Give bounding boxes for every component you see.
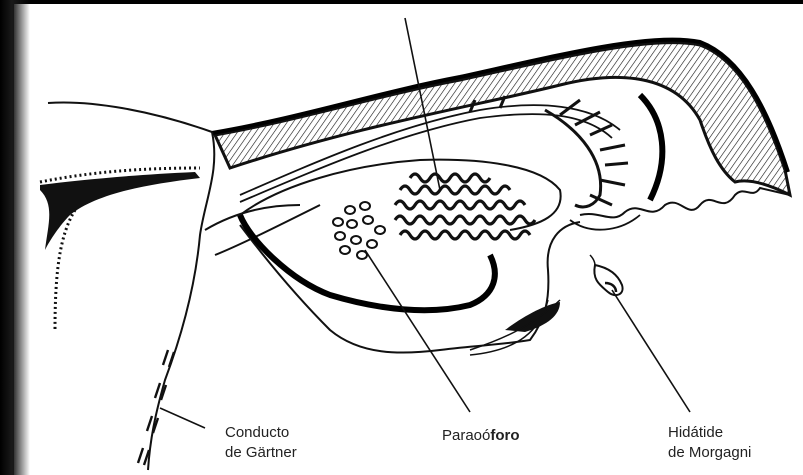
leader-paraoforo [365,250,470,412]
mesosalpinx-lower [205,205,300,230]
paroophoron-cells [333,202,385,259]
label-paraoforo-part-b: foro [490,427,519,444]
tube-inner-stroke [640,95,662,200]
tube-upper-wall [215,43,790,195]
label-paraoforo-part-a: Paraoó [442,427,490,444]
fimbriae [580,188,790,217]
epoophoron-boundary [240,160,561,230]
leader-hidatide [612,290,690,412]
leader-lines [160,18,690,428]
leader-conducto [160,408,205,428]
label-conducto-line2: de Gärtner [225,444,297,461]
label-hidatide-line1: Hidátide [668,424,723,441]
mesosalpinx-fold [215,205,320,255]
diagram-canvas: Conducto de Gärtner Paraoóforo Hidátide … [14,4,803,475]
broad-ligament-upper [48,102,212,132]
hydatid-of-morgagni [590,255,623,295]
label-conducto-line1: Conducto [225,424,289,441]
labels: Conducto de Gärtner Paraoóforo Hidátide … [225,424,751,461]
label-paraoforo: Paraoóforo [442,427,520,444]
ovary-crescent [240,215,495,310]
label-hidatide-line2: de Morgagni [668,444,751,461]
anatomy-illustration: Conducto de Gärtner Paraoóforo Hidátide … [14,4,803,475]
